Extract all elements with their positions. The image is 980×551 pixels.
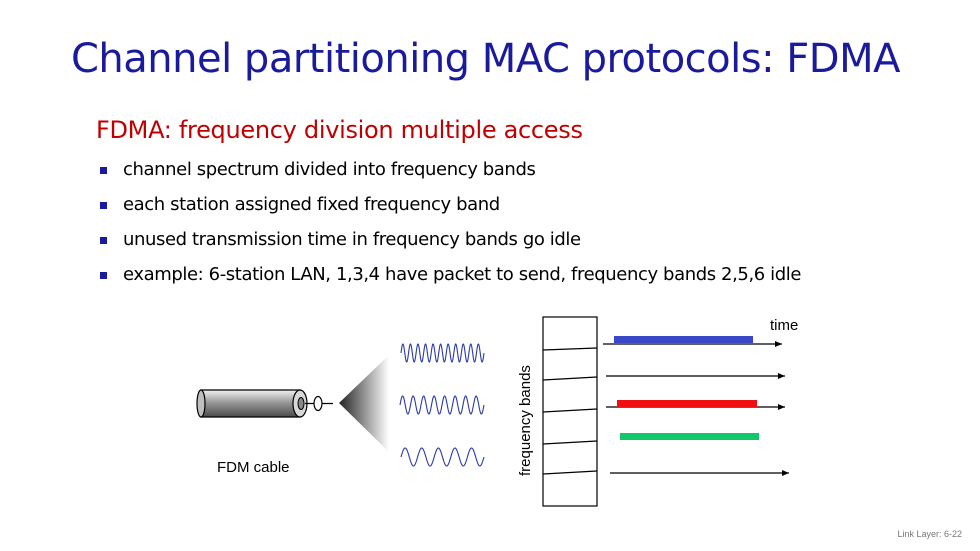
bullet-item: example: 6-station LAN, 1,3,4 have packe… xyxy=(100,263,801,298)
time-axis-label: time xyxy=(770,317,798,334)
mid-frequency-wave xyxy=(399,395,485,415)
slide-subtitle: FDMA: frequency division multiple access xyxy=(96,116,583,144)
slide-title: Channel partitioning MAC protocols: FDMA xyxy=(71,36,900,82)
spectrum-fan xyxy=(339,355,389,452)
band-4-green xyxy=(620,433,759,440)
bullet-square-icon xyxy=(100,167,107,174)
bullet-item: each station assigned fixed frequency ba… xyxy=(100,193,801,228)
cable-label: FDM cable xyxy=(217,459,290,476)
band-3-red xyxy=(617,400,757,407)
low-frequency-wave xyxy=(400,447,485,467)
frequency-bands-axis-label: frequency bands xyxy=(517,365,534,476)
bullet-text: channel spectrum divided into frequency … xyxy=(123,159,536,180)
high-frequency-wave xyxy=(400,343,485,363)
bullet-square-icon xyxy=(100,237,107,244)
band-1-blue xyxy=(614,336,753,343)
bullet-list: channel spectrum divided into frequency … xyxy=(100,158,801,298)
bullet-item: channel spectrum divided into frequency … xyxy=(100,158,801,193)
fdm-cable-icon xyxy=(196,389,333,418)
bullet-square-icon xyxy=(100,272,107,279)
bullet-item: unused transmission time in frequency ba… xyxy=(100,228,801,263)
frequency-band-stack xyxy=(542,316,598,507)
bullet-square-icon xyxy=(100,202,107,209)
bullet-text: unused transmission time in frequency ba… xyxy=(123,229,581,250)
slide-footer: Link Layer: 6-22 xyxy=(897,529,962,539)
bullet-text: each station assigned fixed frequency ba… xyxy=(123,194,500,215)
bullet-text: example: 6-station LAN, 1,3,4 have packe… xyxy=(123,264,802,285)
